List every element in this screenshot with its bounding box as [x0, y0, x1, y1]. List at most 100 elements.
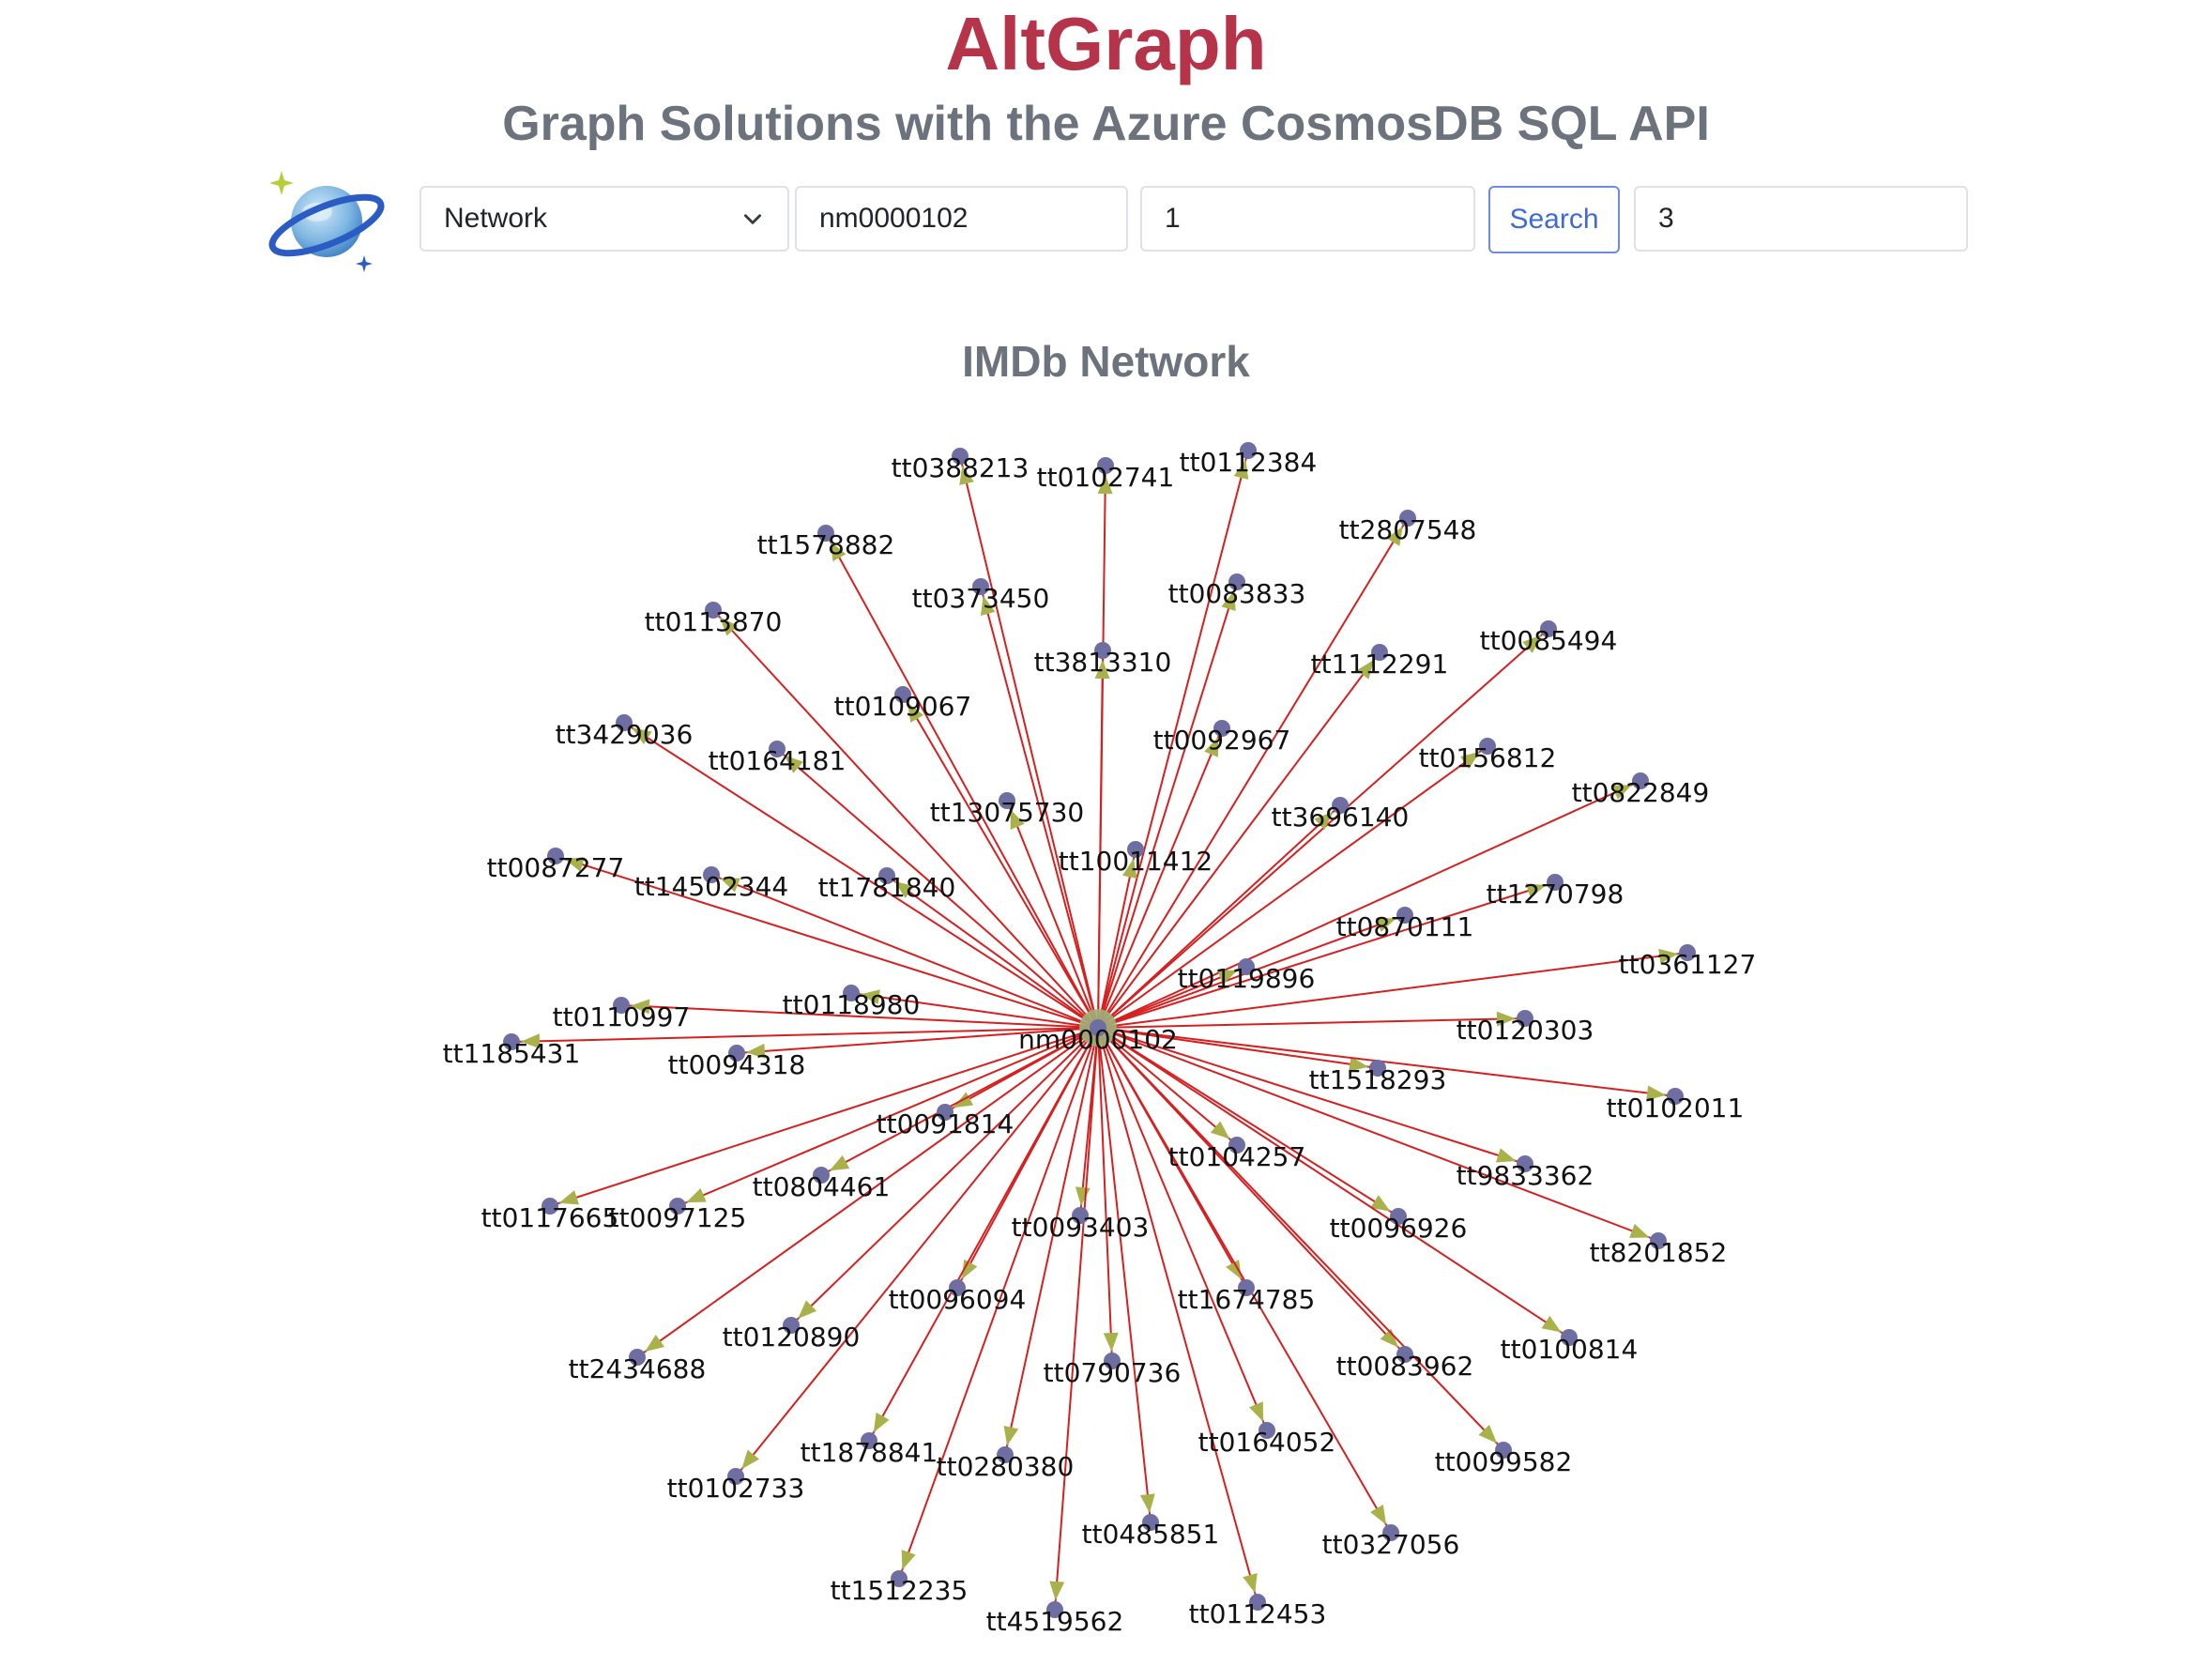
graph-node-dot[interactable]: [1094, 642, 1111, 659]
graph-node-dot[interactable]: [1479, 738, 1496, 755]
graph-node-dot[interactable]: [999, 792, 1015, 809]
graph-node[interactable]: tt14502344: [634, 866, 788, 902]
graph-node-dot[interactable]: [542, 1198, 558, 1215]
graph-node[interactable]: tt2807548: [1339, 510, 1477, 545]
depth-field[interactable]: [1140, 186, 1475, 252]
graph-node-dot[interactable]: [1332, 797, 1349, 814]
graph-node-dot[interactable]: [728, 1045, 745, 1062]
graph-node[interactable]: tt0373450: [912, 578, 1050, 614]
graph-node-dot[interactable]: [1561, 1329, 1578, 1346]
graph-node[interactable]: tt0113870: [645, 602, 783, 637]
graph-node-dot[interactable]: [1390, 1208, 1407, 1225]
graph-node-dot[interactable]: [894, 686, 911, 703]
graph-node[interactable]: tt0117665: [481, 1198, 619, 1233]
graph-node-dot[interactable]: [1399, 510, 1416, 527]
graph-node-dot[interactable]: [1142, 1514, 1159, 1531]
graph-node[interactable]: tt0327056: [1322, 1524, 1460, 1560]
search-mode-select[interactable]: Network: [420, 186, 789, 252]
graph-node-dot[interactable]: [937, 1104, 953, 1121]
graph-node[interactable]: tt0156812: [1419, 738, 1557, 773]
graph-node-dot[interactable]: [861, 1432, 877, 1449]
graph-node-dot[interactable]: [1517, 1155, 1533, 1172]
graph-node[interactable]: tt0804461: [753, 1167, 891, 1202]
graph-node[interactable]: tt1878841: [801, 1432, 938, 1468]
graph-node[interactable]: tt0280380: [937, 1446, 1075, 1482]
graph-node[interactable]: tt0485851: [1082, 1514, 1220, 1550]
graph-node-dot[interactable]: [891, 1570, 908, 1587]
graph-node-dot[interactable]: [705, 602, 722, 619]
graph-node[interactable]: tt1781840: [818, 867, 956, 903]
graph-node-dot[interactable]: [1679, 944, 1696, 961]
graph-node[interactable]: tt0085494: [1480, 620, 1618, 656]
graph-node-dot[interactable]: [1517, 1010, 1533, 1027]
graph-node-dot[interactable]: [616, 714, 633, 731]
graph-node-dot[interactable]: [703, 866, 720, 883]
graph-node[interactable]: tt1512235: [831, 1570, 969, 1606]
graph-node[interactable]: tt0099582: [1435, 1442, 1573, 1477]
graph-node-dot[interactable]: [949, 1279, 966, 1296]
graph-node-dot[interactable]: [503, 1033, 520, 1050]
graph-node[interactable]: tt0110997: [553, 997, 691, 1032]
graph-node[interactable]: tt0822849: [1572, 772, 1710, 808]
graph-node[interactable]: tt13075730: [930, 792, 1084, 828]
graph-node-dot[interactable]: [1632, 772, 1649, 789]
depth-input[interactable]: [1165, 203, 1451, 235]
graph-node-dot[interactable]: [1547, 874, 1564, 891]
graph-node-dot[interactable]: [783, 1317, 800, 1334]
graph-node-dot[interactable]: [1097, 457, 1114, 474]
graph-node-dot[interactable]: [1238, 1279, 1255, 1296]
graph-node-dot[interactable]: [813, 1167, 830, 1184]
graph-node[interactable]: tt1518293: [1309, 1060, 1447, 1095]
graph-node[interactable]: tt0164052: [1198, 1422, 1336, 1458]
graph-node[interactable]: tt0104257: [1168, 1137, 1306, 1172]
graph-node-dot[interactable]: [1072, 1207, 1089, 1224]
graph-node-dot[interactable]: [1213, 720, 1230, 737]
graph-node-dot[interactable]: [1495, 1442, 1512, 1459]
graph-node[interactable]: tt0102011: [1607, 1088, 1745, 1123]
graph-node[interactable]: tt1185431: [443, 1033, 581, 1069]
graph-node-dot[interactable]: [1238, 958, 1255, 975]
center-node-dot[interactable]: [1090, 1019, 1106, 1036]
graph-node[interactable]: tt0118980: [783, 985, 921, 1020]
graph-node[interactable]: tt0119896: [1178, 958, 1316, 994]
graph-node-dot[interactable]: [878, 867, 895, 884]
graph-node[interactable]: tt0164181: [709, 741, 847, 776]
graph-node[interactable]: tt0092967: [1153, 720, 1291, 756]
graph-node-dot[interactable]: [547, 848, 564, 864]
graph-node[interactable]: tt4519562: [986, 1601, 1124, 1637]
graph-node[interactable]: tt0097125: [609, 1198, 747, 1233]
graph-node[interactable]: tt0790736: [1044, 1353, 1182, 1388]
graph-node-dot[interactable]: [1540, 620, 1557, 637]
graph-node[interactable]: tt1270798: [1487, 874, 1625, 909]
graph-node[interactable]: tt0091814: [877, 1104, 1014, 1139]
graph-node-dot[interactable]: [1396, 907, 1413, 924]
graph-node[interactable]: tt0083833: [1168, 573, 1306, 609]
graph-node-dot[interactable]: [629, 1349, 646, 1366]
graph-node[interactable]: tt3696140: [1272, 797, 1410, 833]
graph-node-dot[interactable]: [1046, 1601, 1063, 1618]
graph-node[interactable]: tt0096094: [889, 1279, 1027, 1315]
graph-node-dot[interactable]: [1650, 1232, 1667, 1249]
graph-node-dot[interactable]: [1127, 841, 1144, 858]
graph-node[interactable]: tt0096926: [1330, 1208, 1468, 1244]
graph-node[interactable]: tt1674785: [1178, 1279, 1316, 1315]
graph-node[interactable]: tt0087277: [487, 848, 625, 883]
search-button[interactable]: Search: [1488, 186, 1620, 253]
graph-node[interactable]: tt0094318: [668, 1045, 806, 1080]
graph-node[interactable]: tt10011412: [1059, 841, 1213, 877]
graph-node-dot[interactable]: [1104, 1353, 1121, 1369]
graph-node[interactable]: tt0102733: [667, 1468, 805, 1504]
graph-node[interactable]: tt1112291: [1311, 644, 1449, 680]
graph-node[interactable]: tt0120890: [723, 1317, 861, 1353]
graph-node[interactable]: tt0112453: [1189, 1594, 1327, 1629]
graph-node-dot[interactable]: [1667, 1088, 1684, 1105]
graph-node[interactable]: tt3429036: [556, 714, 694, 750]
graph-node-dot[interactable]: [1382, 1524, 1399, 1541]
graph-node-dot[interactable]: [972, 578, 989, 595]
graph-node[interactable]: tt0361127: [1619, 944, 1757, 980]
graph-node[interactable]: tt9833362: [1457, 1155, 1594, 1191]
graph-node[interactable]: tt2434688: [569, 1349, 707, 1384]
graph-node-dot[interactable]: [769, 741, 786, 757]
graph-node[interactable]: tt0102741: [1037, 457, 1175, 493]
